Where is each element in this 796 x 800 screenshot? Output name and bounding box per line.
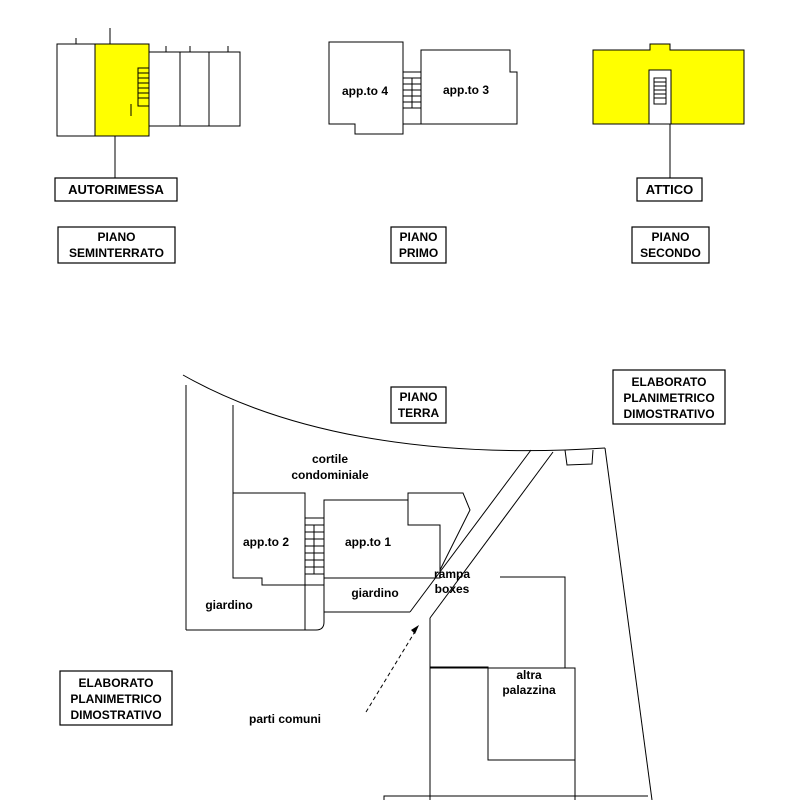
- common-parts-arrow: [365, 629, 417, 713]
- app2-label: app.to 2: [243, 535, 289, 549]
- piano-seminterrato-title-1: PIANO: [97, 230, 135, 244]
- elaborato-line-3: DIMOSTRATIVO: [70, 708, 161, 722]
- garden-left-label: giardino: [205, 598, 252, 612]
- piano-primo-title-2: PRIMO: [399, 246, 438, 260]
- app3-label: app.to 3: [443, 83, 489, 97]
- plan-terra: cortile condominiale app.to 2 app.to 1 g…: [182, 374, 653, 800]
- piano-terra-title-2: TERRA: [398, 406, 440, 420]
- plan-primo: app.to 4 app.to 3 PIANO PRIMO: [328, 41, 518, 264]
- app4-label: app.to 4: [342, 84, 388, 98]
- common-parts-label: parti comuni: [249, 712, 321, 726]
- elaborato-line-3: DIMOSTRATIVO: [623, 407, 714, 421]
- app1-label: app.to 1: [345, 535, 391, 549]
- elaborato-line-2: PLANIMETRICO: [70, 692, 161, 706]
- piano-seminterrato-title-2: SEMINTERRATO: [69, 246, 164, 260]
- elaborato-line-1: ELABORATO: [632, 375, 707, 389]
- piano-terra-title-1: PIANO: [399, 390, 437, 404]
- stair-steps: [403, 77, 421, 109]
- stair-steps: [305, 524, 324, 575]
- ramp-label-2: boxes: [435, 582, 470, 596]
- arrow-head-icon: [411, 625, 419, 634]
- piano-secondo-title-1: PIANO: [651, 230, 689, 244]
- garden-right-label: giardino: [351, 586, 398, 600]
- piano-primo-title-1: PIANO: [399, 230, 437, 244]
- elaborato-line-1: ELABORATO: [79, 676, 154, 690]
- stair-steps: [654, 81, 666, 99]
- autorimessa-label: AUTORIMESSA: [68, 182, 164, 197]
- piano-secondo-title-2: SECONDO: [640, 246, 701, 260]
- other-building-label-1: altra: [516, 668, 542, 682]
- ramp-label-1: rampa: [434, 567, 470, 581]
- attico-label: ATTICO: [646, 182, 693, 197]
- other-building-label-2: palazzina: [502, 683, 556, 697]
- plan-seminterrato: AUTORIMESSA PIANO SEMINTERRATO: [54, 28, 241, 264]
- elaborato-line-2: PLANIMETRICO: [623, 391, 714, 405]
- stair-icon: [402, 71, 422, 125]
- stair-icon: [137, 67, 150, 107]
- plan-secondo: ATTICO PIANO SECONDO: [592, 43, 745, 264]
- autorimessa-highlight: [95, 44, 149, 136]
- elaborato-box-top-right: ELABORATO PLANIMETRICO DIMOSTRATIVO: [612, 369, 726, 425]
- stair-steps: [138, 72, 149, 99]
- elaborato-box-bottom-left: ELABORATO PLANIMETRICO DIMOSTRATIVO: [59, 670, 173, 726]
- courtyard-label-2: condominiale: [291, 468, 369, 482]
- courtyard-label-1: cortile: [312, 452, 348, 466]
